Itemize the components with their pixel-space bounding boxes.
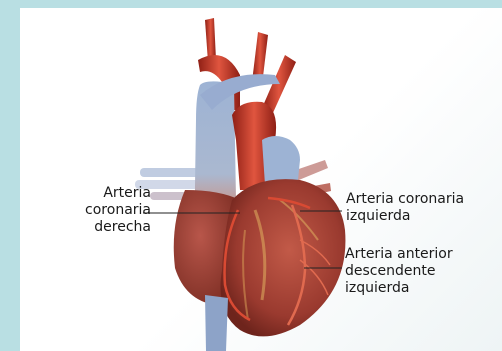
label-line: descendente xyxy=(345,263,453,280)
label-line: izquierda xyxy=(345,280,453,297)
inferior-vena-cava xyxy=(205,295,228,351)
label-line: coronaria xyxy=(56,202,151,219)
label-line: Arteria xyxy=(56,185,151,202)
label-left-coronary-artery: Arteria coronaria izquierda xyxy=(346,191,464,225)
label-line: Arteria coronaria xyxy=(346,191,464,208)
label-right-coronary-artery: Arteria coronaria derecha xyxy=(56,185,151,236)
label-line: izquierda xyxy=(346,208,464,225)
label-line: derecha xyxy=(56,219,151,236)
label-line: Arteria anterior xyxy=(345,246,453,263)
label-left-anterior-descending-artery: Arteria anterior descendente izquierda xyxy=(345,246,453,297)
